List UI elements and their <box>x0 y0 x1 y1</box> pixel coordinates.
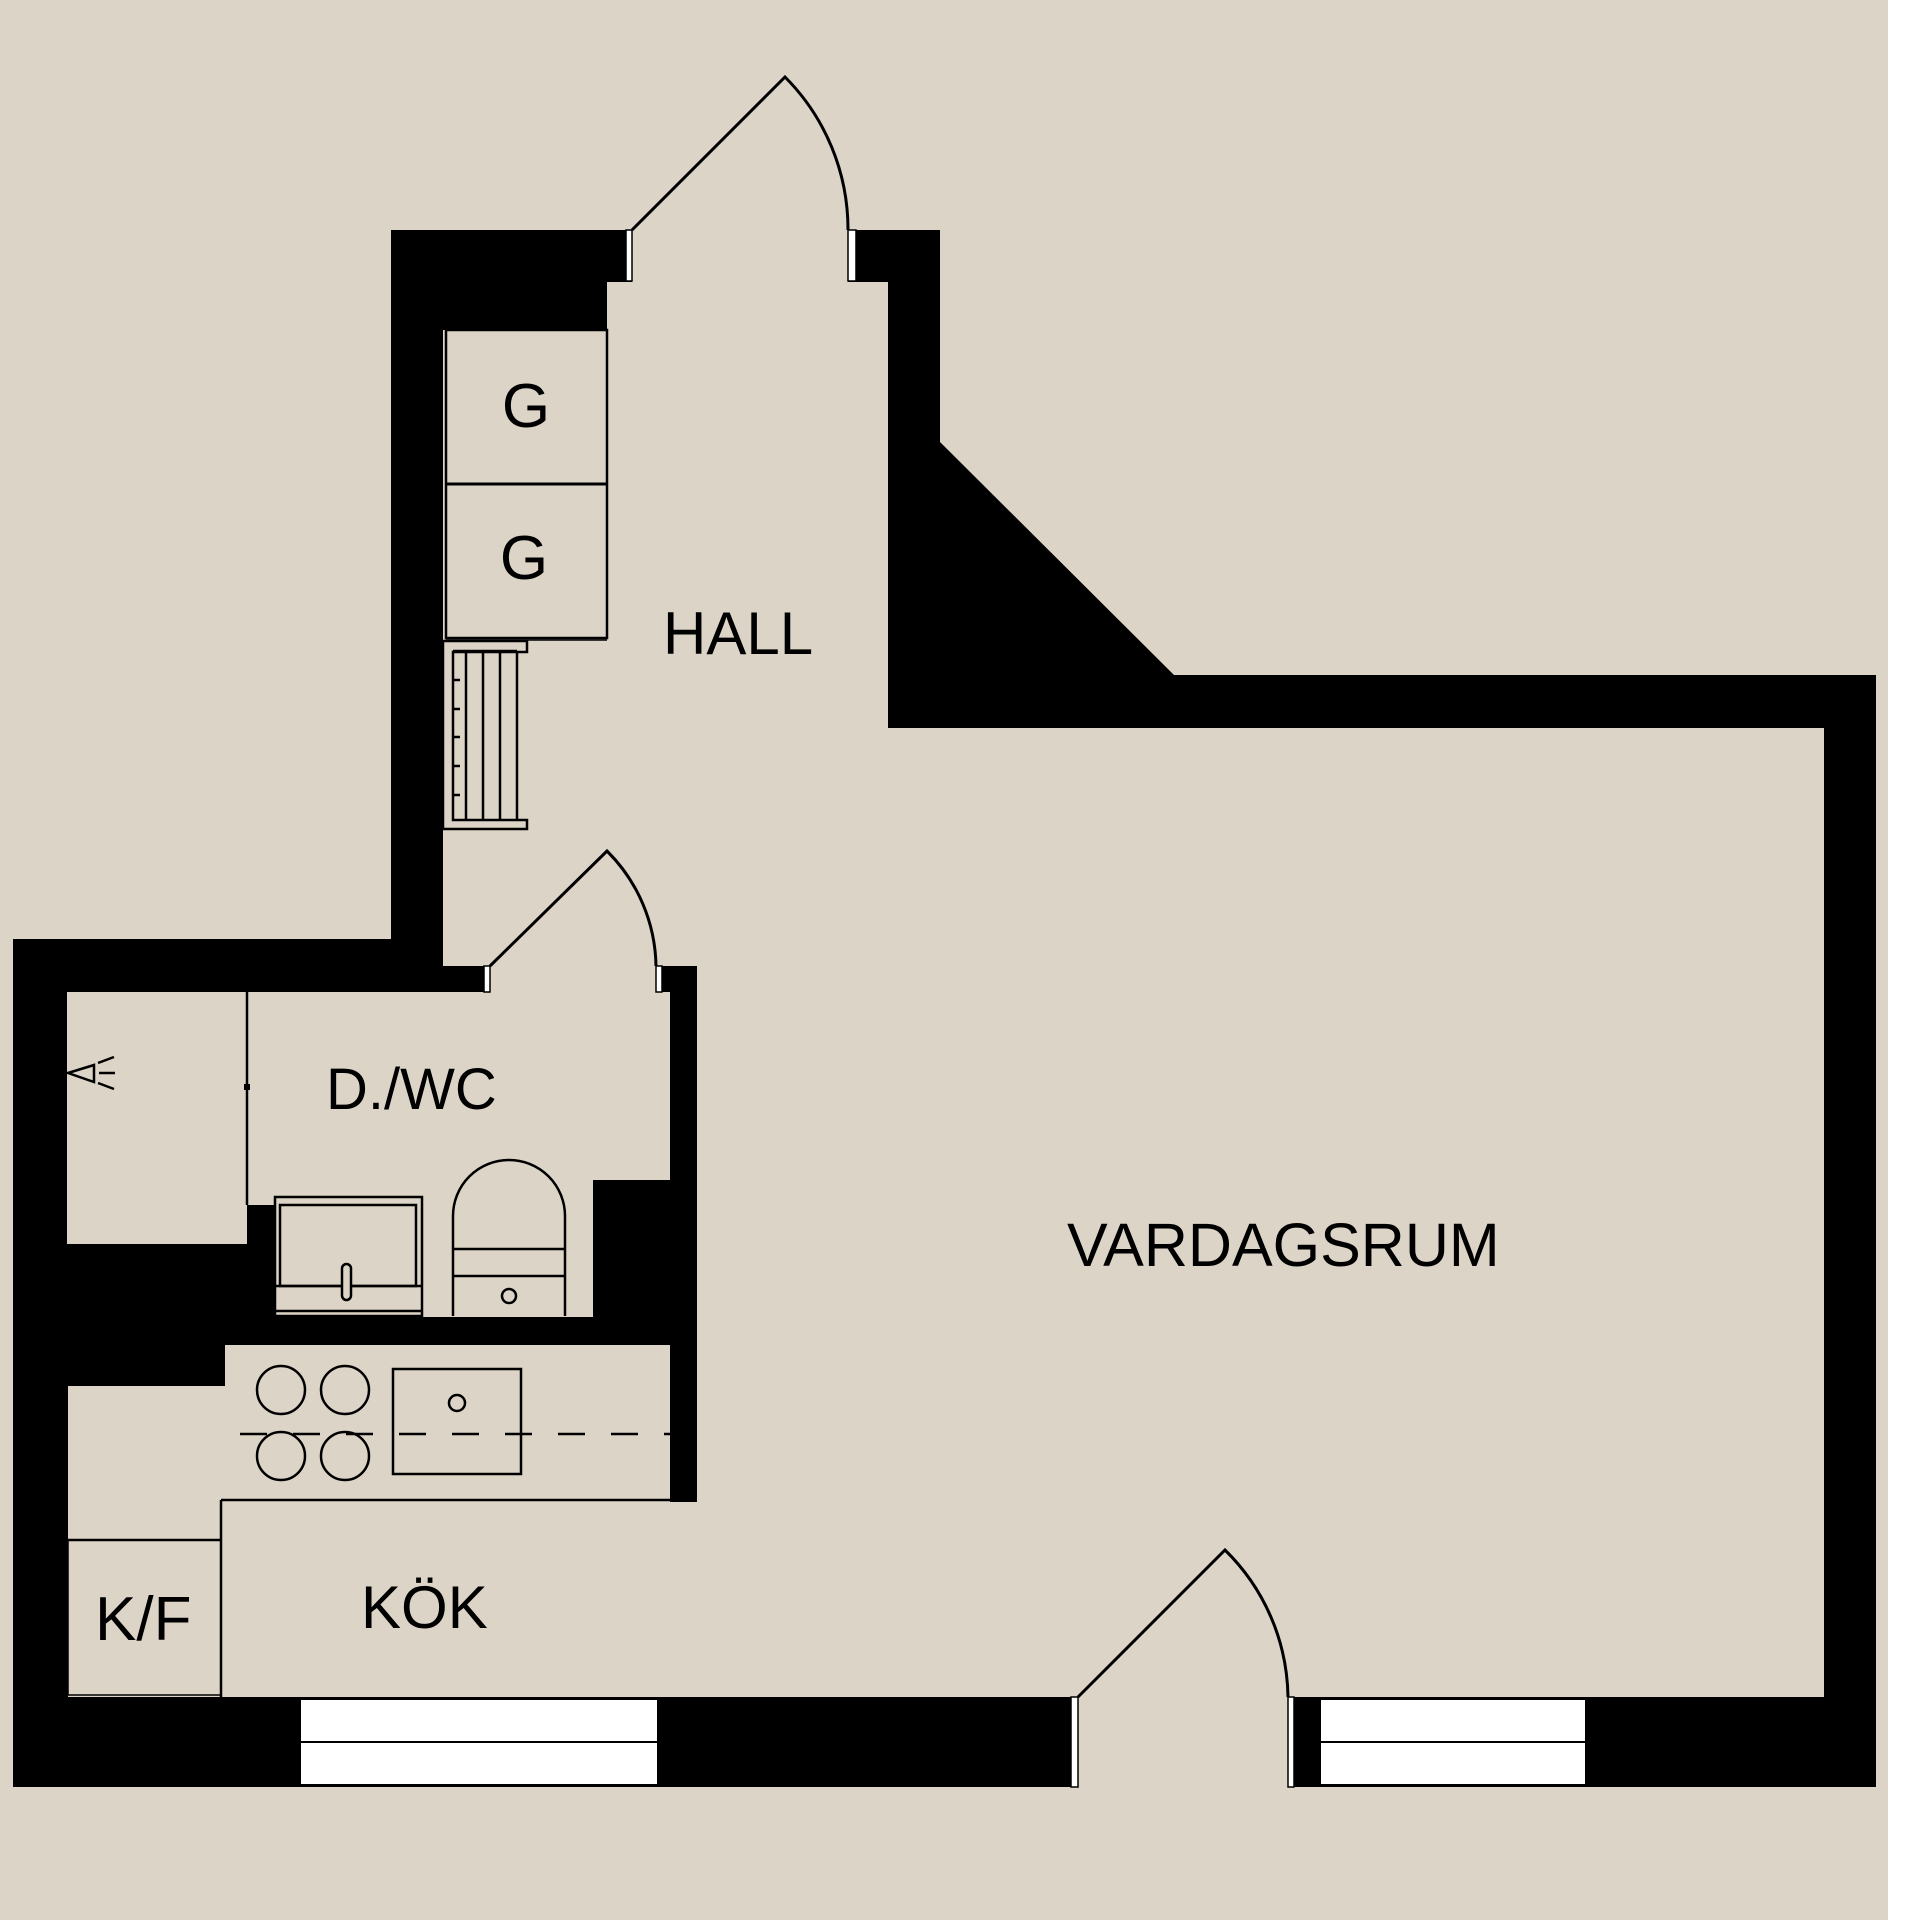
closet-label-1: G <box>502 372 550 441</box>
toilet-icon <box>451 1158 567 1316</box>
entrance-door-jamb-left <box>625 229 633 282</box>
room-label-bathroom: D./WC <box>326 1057 497 1122</box>
shower-icon <box>63 1055 115 1091</box>
living-room-door-swing-icon[interactable] <box>1076 1547 1290 1699</box>
closet-label-2: G <box>500 524 548 593</box>
stove-icon <box>255 1364 371 1482</box>
kitchen-sink-icon <box>391 1367 523 1476</box>
living-room-door-jamb-right <box>1287 1696 1295 1788</box>
entrance-door-jamb-right <box>847 229 857 282</box>
bathroom-door-jamb-left <box>483 965 491 993</box>
closets <box>444 328 609 641</box>
fridge-freezer-label: K/F <box>95 1585 191 1654</box>
room-label-living-room: VARDAGSRUM <box>1067 1211 1500 1279</box>
living-room-door-jamb-left <box>1070 1696 1079 1788</box>
washbasin-icon <box>273 1195 424 1318</box>
living-room-door-opening <box>1078 1695 1288 1789</box>
bathroom-door-jamb-right <box>655 965 663 993</box>
entrance-door-swing-icon[interactable] <box>630 74 850 232</box>
entrance-door-opening <box>632 228 848 284</box>
bathroom-door-swing-icon[interactable] <box>488 848 658 968</box>
fridge-freezer-box <box>67 1539 222 1696</box>
living-room-window <box>1319 1698 1587 1786</box>
room-label-kitchen: KÖK <box>361 1574 488 1641</box>
partition-joint <box>244 1084 250 1090</box>
kitchen-window <box>299 1698 659 1786</box>
room-label-hall: HALL <box>663 600 813 667</box>
shoe-rack-icon <box>441 639 529 831</box>
